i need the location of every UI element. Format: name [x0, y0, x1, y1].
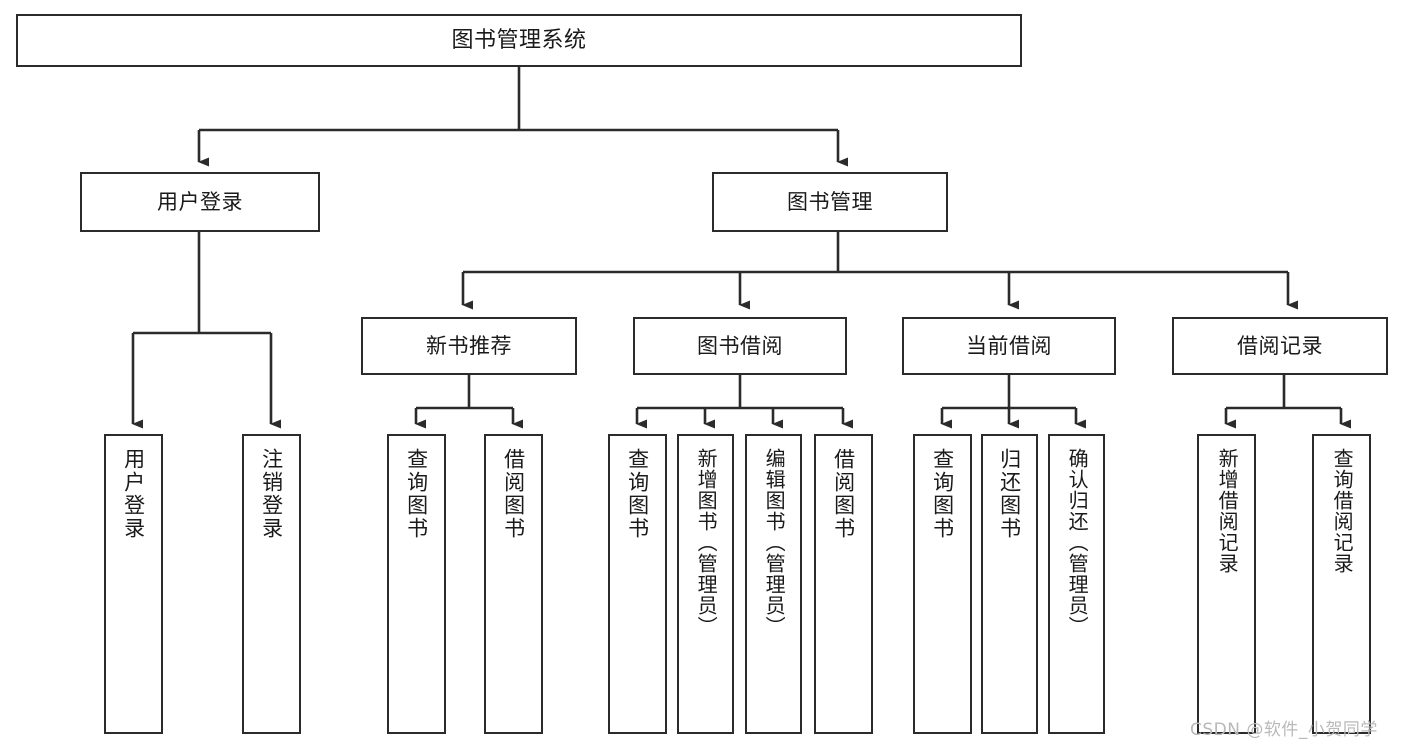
node-label: 用户登录	[121, 448, 146, 540]
node-label: 借阅图书	[831, 448, 856, 540]
node-label: 新书推荐	[426, 333, 512, 358]
node-new-book-recommend[interactable]: 新书推荐	[361, 317, 577, 375]
node-label: 图书管理	[787, 189, 873, 214]
node-label: 查询图书	[625, 448, 650, 540]
node-label: 借阅图书	[501, 448, 526, 540]
leaf-query-borrow-record[interactable]: 查询借阅记录	[1312, 434, 1371, 734]
node-label: 查询图书	[404, 448, 429, 540]
node-label: 查询借阅记录	[1330, 448, 1355, 574]
node-label: 归还图书	[997, 448, 1022, 540]
csdn-watermark: CSDN @软件_小贺同学	[1190, 715, 1378, 740]
node-label: 新增借阅记录	[1215, 448, 1240, 574]
leaf-borrow-book-recommend[interactable]: 借阅图书	[484, 434, 543, 734]
node-label: 查询图书	[930, 448, 955, 540]
node-label: 图书借阅	[697, 333, 783, 358]
leaf-edit-book-admin[interactable]: 编辑图书（管理员）	[745, 434, 802, 734]
node-label: 注销登录	[259, 448, 284, 540]
leaf-add-borrow-record[interactable]: 新增借阅记录	[1197, 434, 1256, 734]
leaf-user-login[interactable]: 用户登录	[104, 434, 163, 734]
leaf-confirm-return-admin[interactable]: 确认归还（管理员）	[1048, 434, 1105, 734]
leaf-query-book-recommend[interactable]: 查询图书	[387, 434, 446, 734]
leaf-logout-login[interactable]: 注销登录	[242, 434, 301, 734]
node-book-borrow[interactable]: 图书借阅	[633, 317, 847, 375]
leaf-query-book-borrow[interactable]: 查询图书	[608, 434, 667, 734]
leaf-return-book[interactable]: 归还图书	[981, 434, 1038, 734]
node-label: 新增图书（管理员）	[694, 448, 719, 637]
node-label: 当前借阅	[966, 333, 1052, 358]
node-label: 确认归还（管理员）	[1065, 448, 1090, 637]
leaf-add-book-admin[interactable]: 新增图书（管理员）	[677, 434, 734, 734]
leaf-borrow-book-borrow[interactable]: 借阅图书	[814, 434, 873, 734]
node-user-login[interactable]: 用户登录	[80, 172, 320, 232]
watermark-text: CSDN @软件_小贺同学	[1190, 720, 1378, 740]
node-book-manage[interactable]: 图书管理	[712, 172, 948, 232]
leaf-query-book-current[interactable]: 查询图书	[913, 434, 972, 734]
node-label: 图书管理系统	[451, 27, 587, 53]
node-borrow-record[interactable]: 借阅记录	[1172, 317, 1388, 375]
node-label: 编辑图书（管理员）	[762, 448, 787, 637]
node-label: 借阅记录	[1237, 333, 1323, 358]
node-label: 用户登录	[157, 189, 243, 214]
node-current-borrow[interactable]: 当前借阅	[902, 317, 1116, 375]
node-root-system[interactable]: 图书管理系统	[16, 14, 1022, 67]
